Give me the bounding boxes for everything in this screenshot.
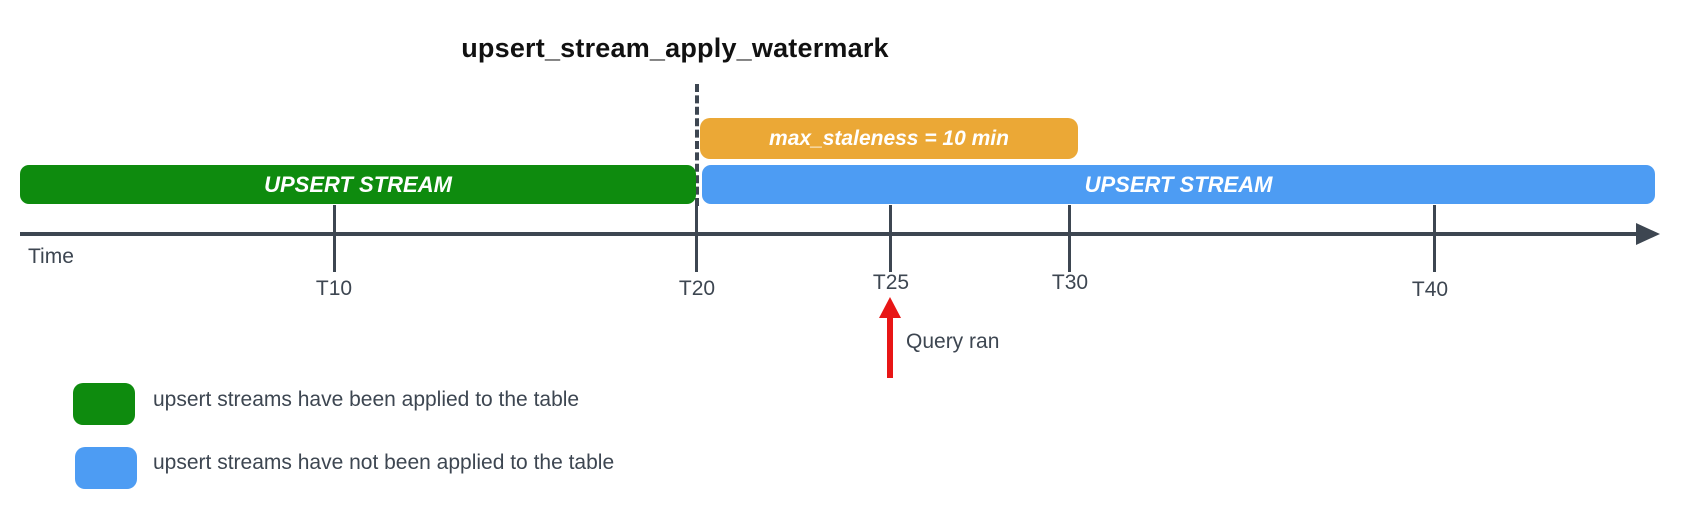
query-ran-label: Query ran: [906, 330, 1000, 353]
time-axis-label: Time: [28, 245, 74, 268]
tick-label-t10: T10: [315, 277, 353, 300]
legend-swatch-applied: [73, 383, 135, 425]
tick-t10: [333, 205, 336, 272]
tick-t30: [1068, 205, 1071, 272]
query-ran-arrow-icon: [879, 297, 901, 318]
tick-label-t40: T40: [1411, 278, 1449, 301]
time-axis-line: [20, 232, 1638, 236]
upsert-stream-applied-bar: UPSERT STREAM: [20, 165, 696, 204]
time-axis-arrowhead-icon: [1636, 223, 1660, 245]
query-ran-arrow-shaft: [887, 316, 893, 378]
legend-label-unapplied: upsert streams have not been applied to …: [153, 451, 615, 474]
upsert-stream-unapplied-bar: UPSERT STREAM: [702, 165, 1655, 204]
watermark-dashed-line: [695, 84, 699, 206]
tick-label-t20: T20: [678, 277, 716, 300]
tick-label-t30: T30: [1051, 271, 1089, 294]
diagram-title: upsert_stream_apply_watermark: [461, 33, 889, 63]
upsert-stream-applied-label: UPSERT STREAM: [264, 171, 452, 197]
max-staleness-label: max_staleness = 10 min: [769, 126, 1009, 150]
legend-swatch-unapplied: [75, 447, 137, 489]
tick-label-t25: T25: [872, 271, 910, 294]
upsert-stream-unapplied-label: UPSERT STREAM: [1084, 171, 1273, 197]
legend-label-applied: upsert streams have been applied to the …: [153, 388, 580, 411]
max-staleness-bar: max_staleness = 10 min: [700, 118, 1078, 159]
tick-t40: [1433, 205, 1436, 272]
tick-t25: [889, 205, 892, 272]
tick-t20: [695, 205, 698, 272]
